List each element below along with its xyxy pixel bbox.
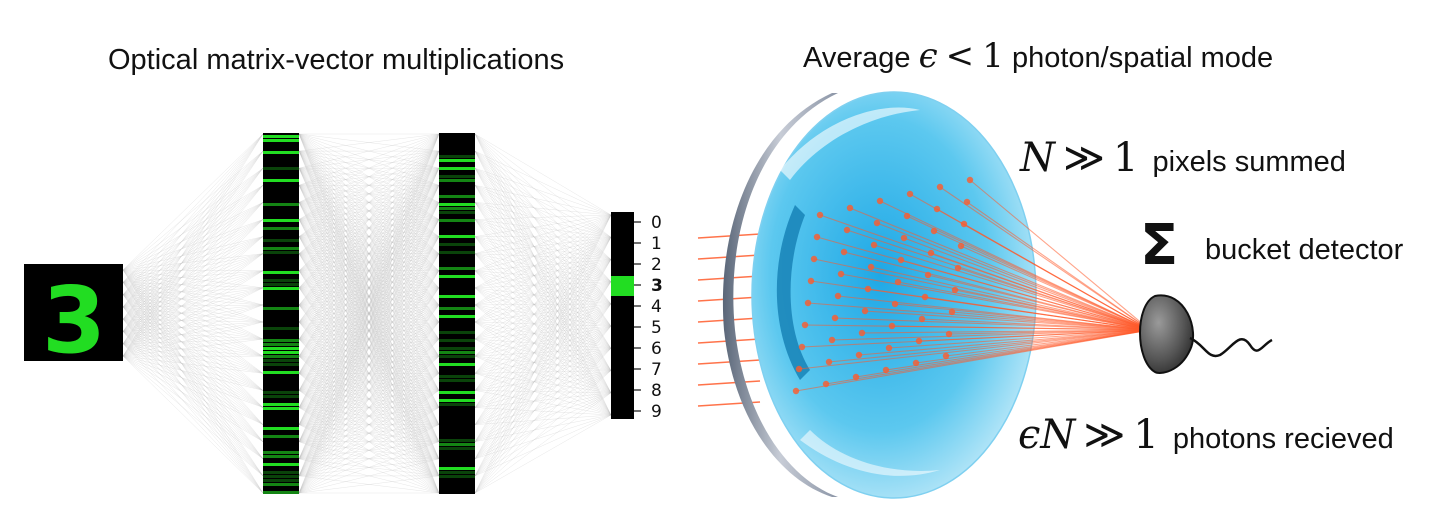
output-tick-8: 8 (651, 381, 662, 401)
one-symbol-pixels: 1 (1113, 135, 1139, 181)
output-tick-7: 7 (651, 360, 662, 380)
one-symbol-photons: 1 (1133, 412, 1159, 458)
output-tick-2: 2 (651, 255, 662, 275)
detector-cable (1189, 336, 1273, 358)
much-greater-symbol-2: ≫ (1083, 412, 1126, 458)
output-tick-5: 5 (651, 318, 662, 338)
bucket-detector (1139, 294, 1273, 374)
output-tick-1: 1 (651, 234, 662, 254)
network-connections (122, 133, 612, 494)
lens (722, 91, 1037, 499)
one-symbol: 1 (982, 36, 1004, 76)
right-title-prefix: Average (803, 42, 911, 74)
focused-beams (792, 176, 1151, 395)
input-digit-image: 3 (24, 264, 123, 374)
hidden-layer-1 (263, 133, 299, 494)
output-layer (611, 212, 634, 419)
output-tick-0: 0 (651, 213, 662, 233)
n-symbol: N (1020, 135, 1055, 181)
output-tick-9: 9 (651, 402, 662, 422)
bucket-detector-label: bucket detector (1205, 234, 1404, 266)
output-tick-3: 3 (651, 276, 663, 296)
output-tick-6: 6 (651, 339, 662, 359)
sigma-symbol: Σ (1140, 213, 1179, 278)
less-than-symbol: < (945, 36, 975, 76)
right-title-suffix: photon/spatial mode (1011, 42, 1274, 74)
photons-received-label: ϵN ≫ 1 photons recieved (1018, 412, 1394, 458)
pixels-summed-text: pixels summed (1152, 146, 1346, 178)
much-greater-symbol: ≫ (1063, 135, 1105, 181)
epsilon-symbol: ϵ (918, 36, 938, 76)
photons-received-text: photons recieved (1172, 423, 1394, 455)
epsilon-n-symbol: ϵN (1018, 412, 1076, 458)
pixels-summed-label: N ≫ 1 pixels summed (1020, 135, 1346, 181)
input-digit-glyph: 3 (42, 267, 106, 374)
left-panel-title: Optical matrix-vector multiplications (108, 44, 565, 76)
output-selected-cell (611, 276, 634, 296)
hidden-layer-2 (439, 133, 475, 494)
output-tick-4: 4 (651, 297, 662, 317)
right-panel-title: Average ϵ < 1 photon/spatial mode (803, 36, 1273, 76)
